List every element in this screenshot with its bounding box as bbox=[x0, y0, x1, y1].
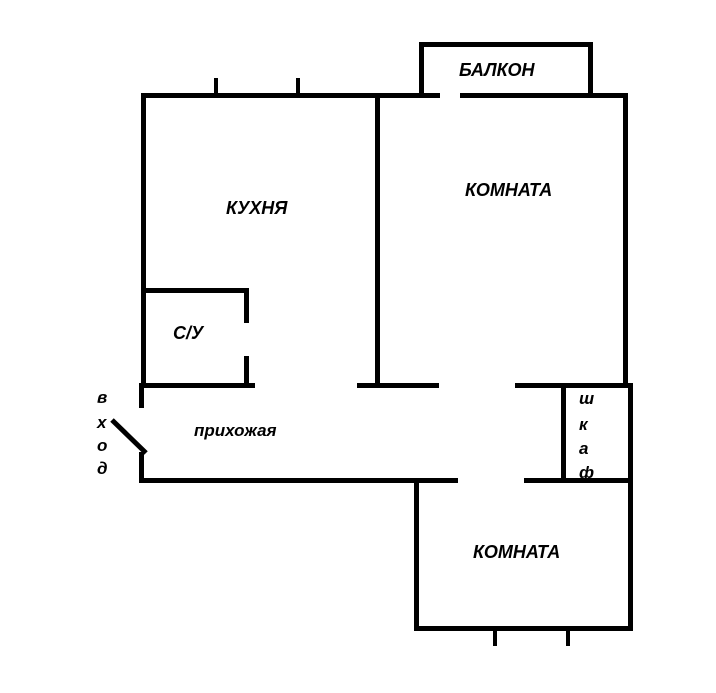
wall-segment bbox=[419, 42, 593, 47]
wall-segment bbox=[414, 478, 419, 631]
wall-segment bbox=[628, 383, 633, 483]
wall-segment bbox=[588, 42, 593, 96]
entrance-letter: х bbox=[96, 413, 108, 432]
kitchen-label: КУХНЯ bbox=[226, 198, 288, 218]
wall-segment bbox=[139, 383, 144, 408]
room-bottom-label: КОМНАТА bbox=[473, 542, 560, 562]
wall-segment bbox=[296, 78, 300, 95]
wall-segment bbox=[141, 383, 255, 388]
bathroom-label: С/У bbox=[173, 323, 205, 343]
wall-segment bbox=[139, 478, 458, 483]
entrance-letter: в bbox=[97, 388, 107, 407]
closet-letter: ш bbox=[579, 389, 594, 408]
wall-segment bbox=[414, 626, 633, 631]
wall-segment bbox=[566, 629, 570, 646]
wall-segment bbox=[244, 356, 249, 388]
wall-segment bbox=[419, 42, 424, 96]
wall-segment bbox=[214, 78, 218, 95]
wall-segment bbox=[141, 93, 146, 388]
wall-segment bbox=[357, 383, 439, 388]
entrance-letter: о bbox=[97, 436, 107, 455]
wall-segment bbox=[561, 383, 566, 483]
closet-letter: к bbox=[579, 415, 589, 434]
wall-segment bbox=[524, 478, 633, 483]
balcony-label: БАЛКОН bbox=[459, 60, 535, 80]
hallway-label: прихожая bbox=[194, 421, 277, 440]
wall-segment bbox=[244, 288, 249, 323]
wall-segment bbox=[515, 383, 633, 388]
wall-segment bbox=[141, 93, 440, 98]
walls bbox=[139, 42, 633, 646]
wall-segment bbox=[493, 629, 497, 646]
wall-segment bbox=[141, 288, 249, 293]
room-top-label: КОМНАТА bbox=[465, 180, 552, 200]
entrance-letter: д bbox=[97, 459, 108, 478]
closet-letter: ф bbox=[579, 463, 594, 482]
wall-segment bbox=[375, 93, 380, 388]
wall-segment bbox=[623, 93, 628, 388]
wall-segment bbox=[628, 478, 633, 631]
entrance-door bbox=[110, 418, 148, 455]
closet-letter: а bbox=[579, 439, 588, 458]
wall-segment bbox=[460, 93, 627, 98]
wall-segment bbox=[139, 452, 144, 482]
